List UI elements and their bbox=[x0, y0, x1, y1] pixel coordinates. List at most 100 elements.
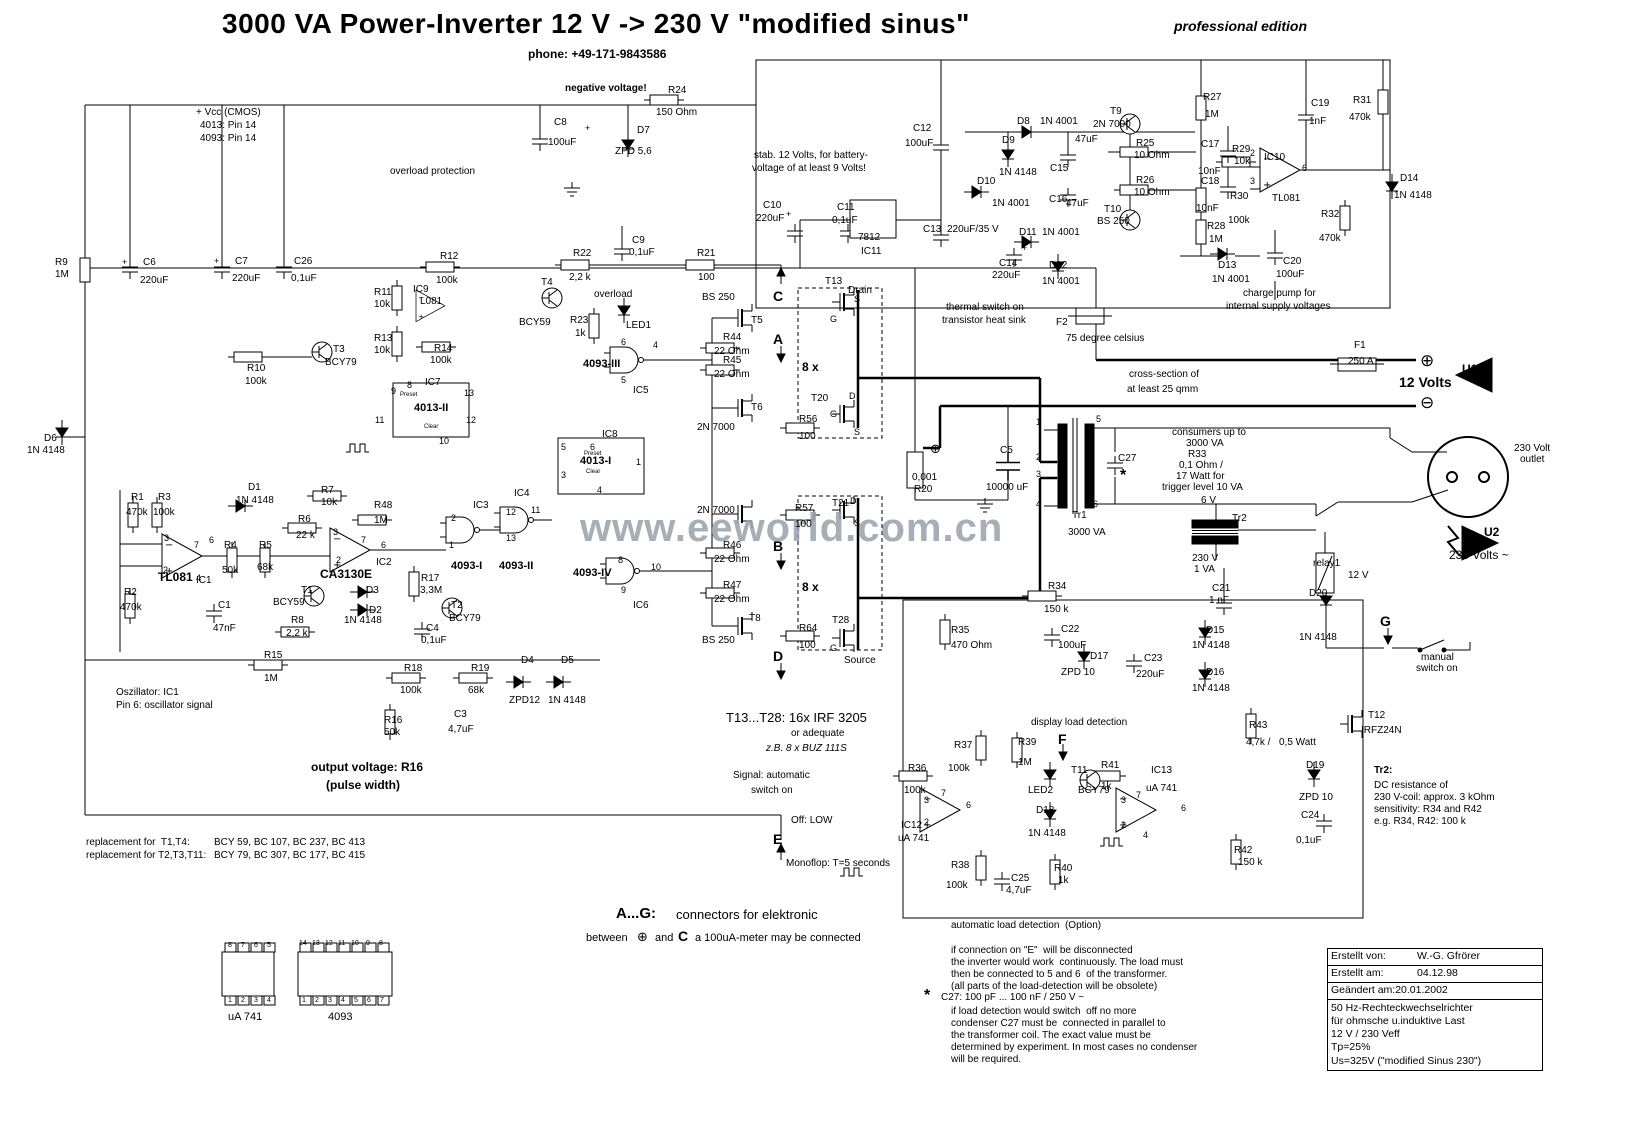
osc-note-2: Pin 6: oscillator signal bbox=[116, 700, 213, 711]
ic7-pin13: 13 bbox=[464, 388, 475, 398]
ic10-part: TL081 bbox=[1272, 193, 1301, 204]
r37-ref: R37 bbox=[954, 740, 973, 751]
output-voltage-1: output voltage: R16 bbox=[311, 760, 424, 774]
r56-ref: R56 bbox=[799, 414, 818, 425]
r48-ref: R48 bbox=[374, 500, 393, 511]
ic1-pin6: 6 bbox=[209, 535, 215, 545]
ic8-pin6: 6 bbox=[590, 442, 596, 452]
ic2-pin3: 3 bbox=[333, 527, 339, 537]
stab-note-2: voltage of at least 9 Volts! bbox=[752, 163, 866, 174]
c20-val: 100uF bbox=[1276, 269, 1305, 280]
ic13-pin6: 6 bbox=[1181, 803, 1187, 813]
u2-val: 230 Volts ~ bbox=[1449, 548, 1509, 562]
r29-ref: R29 bbox=[1232, 144, 1251, 155]
d7-val: ZPD 5,6 bbox=[615, 146, 652, 157]
r43-val: 4,7k / bbox=[1246, 737, 1271, 748]
d2-ref: D2 bbox=[369, 605, 382, 616]
r17-val: 3,3M bbox=[420, 585, 443, 596]
ic7-ref: IC7 bbox=[425, 377, 441, 388]
dip4093-pin5: 5 bbox=[354, 997, 358, 1004]
r6-val: 22 k bbox=[296, 530, 315, 541]
r25-val: 10 Ohm bbox=[1134, 150, 1170, 161]
ic4-pin13: 13 bbox=[506, 533, 517, 543]
r44-val: 22 Ohm bbox=[714, 346, 750, 357]
created-by-label: Erstellt von: bbox=[1331, 950, 1386, 962]
vcc-note-2: 4013: Pin 14 bbox=[200, 120, 257, 131]
d4-val: ZPD12 bbox=[509, 695, 541, 706]
tr1-val: 3000 VA bbox=[1068, 527, 1106, 538]
r32-val: 470k bbox=[1319, 233, 1341, 244]
d4-ref: D4 bbox=[521, 655, 534, 666]
r29-val: 10k bbox=[1234, 156, 1251, 167]
dip741-pin7: 7 bbox=[241, 942, 245, 949]
load-detection-frame bbox=[902, 599, 1364, 919]
ic12-pin2: 2 bbox=[924, 817, 930, 827]
c21-ref: C21 bbox=[1212, 583, 1231, 594]
eight-x-2: 8 x bbox=[802, 580, 819, 594]
c6-plus: + bbox=[122, 257, 128, 267]
ic4-pin12: 12 bbox=[506, 507, 517, 517]
c25-val: 4,7uF bbox=[1006, 885, 1032, 896]
ic6-pin10: 10 bbox=[651, 562, 662, 572]
d14-ref: D14 bbox=[1400, 173, 1419, 184]
ic11-ref: IC11 bbox=[861, 246, 882, 257]
c22-val: 100uF bbox=[1058, 640, 1087, 651]
r57-ref: R57 bbox=[795, 503, 814, 514]
replace-1b: BCY 59, BC 107, BC 237, BC 413 bbox=[214, 837, 366, 848]
d10-ref: D10 bbox=[977, 176, 996, 187]
d15-val: 1N 4148 bbox=[1192, 640, 1230, 651]
d19-ref: D19 bbox=[1306, 760, 1325, 771]
cross-section-1: cross-section of bbox=[1129, 369, 1200, 380]
r32-ref: R32 bbox=[1321, 209, 1340, 220]
ic3-pin2: 2 bbox=[451, 513, 457, 523]
r26-val: 10 Ohm bbox=[1134, 187, 1170, 198]
t21-ref: T21 bbox=[832, 498, 850, 509]
r11-ref: R11 bbox=[374, 287, 392, 298]
auto-load-2: the inverter would work continuously. Th… bbox=[951, 957, 1183, 968]
dip4093-pin14: 14 bbox=[299, 940, 307, 947]
r5-val: 68k bbox=[257, 562, 274, 573]
dip741-pin6: 6 bbox=[254, 942, 258, 949]
manual-1: manual bbox=[1421, 652, 1454, 663]
c16-val: 47uF bbox=[1066, 198, 1089, 209]
regulator-7812-box bbox=[849, 199, 897, 239]
dip4093-pin2: 2 bbox=[315, 997, 319, 1004]
ic5-part: 4093-III bbox=[583, 358, 621, 370]
ic2-pin7: 7 bbox=[361, 535, 367, 545]
d17-val: ZPD 10 bbox=[1061, 667, 1095, 678]
r24-ref: R24 bbox=[668, 85, 687, 96]
c27-note-2: condenser C27 must be connected in paral… bbox=[951, 1018, 1166, 1029]
r39-ref: R39 bbox=[1018, 737, 1037, 748]
dip741-pin8: 8 bbox=[228, 942, 232, 949]
ic1-pin2: 2 bbox=[163, 565, 169, 575]
ic10-pin6: 6 bbox=[1302, 163, 1308, 173]
led1-ref: LED1 bbox=[626, 320, 652, 331]
d11-ref: D11 bbox=[1019, 227, 1037, 238]
ic1-pin4: 4 bbox=[196, 573, 202, 583]
output-voltage-2: (pulse width) bbox=[326, 778, 400, 792]
r15-ref: R15 bbox=[264, 650, 283, 661]
dip741-pin5: 5 bbox=[267, 942, 271, 949]
dip741-pin4: 4 bbox=[267, 997, 271, 1004]
dip-ua741-package bbox=[221, 942, 276, 1006]
fet-bank-frames bbox=[797, 287, 883, 651]
c15-val: 47uF bbox=[1075, 134, 1098, 145]
ic6-ref: IC6 bbox=[633, 600, 649, 611]
thermal-note-1: thermal switch on bbox=[946, 302, 1024, 313]
c11-val: 0,1uF bbox=[832, 215, 858, 226]
r43-val2: 0,5 Watt bbox=[1279, 737, 1316, 748]
tr1-pin4: 4 bbox=[1036, 499, 1042, 509]
switch-contacts bbox=[1417, 647, 1447, 653]
connector-d: D bbox=[773, 648, 784, 664]
r14-val: 100k bbox=[430, 355, 452, 366]
page-title: 3000 VA Power-Inverter 12 V -> 230 V "mo… bbox=[222, 8, 970, 39]
ic12-pin7: 7 bbox=[941, 788, 947, 798]
r7-ref: R7 bbox=[321, 485, 334, 496]
t8-val: BS 250 bbox=[702, 635, 735, 646]
description-line: Tp=25% bbox=[1331, 1041, 1371, 1054]
u2-plug-arrow bbox=[1461, 525, 1500, 561]
r12-val: 100k bbox=[436, 275, 458, 286]
vcc-note-3: 4093: Pin 14 bbox=[200, 133, 257, 144]
r34-val: 150 k bbox=[1044, 604, 1069, 615]
auto-load-3: then be connected to 5 and 6 of the tran… bbox=[951, 969, 1168, 980]
